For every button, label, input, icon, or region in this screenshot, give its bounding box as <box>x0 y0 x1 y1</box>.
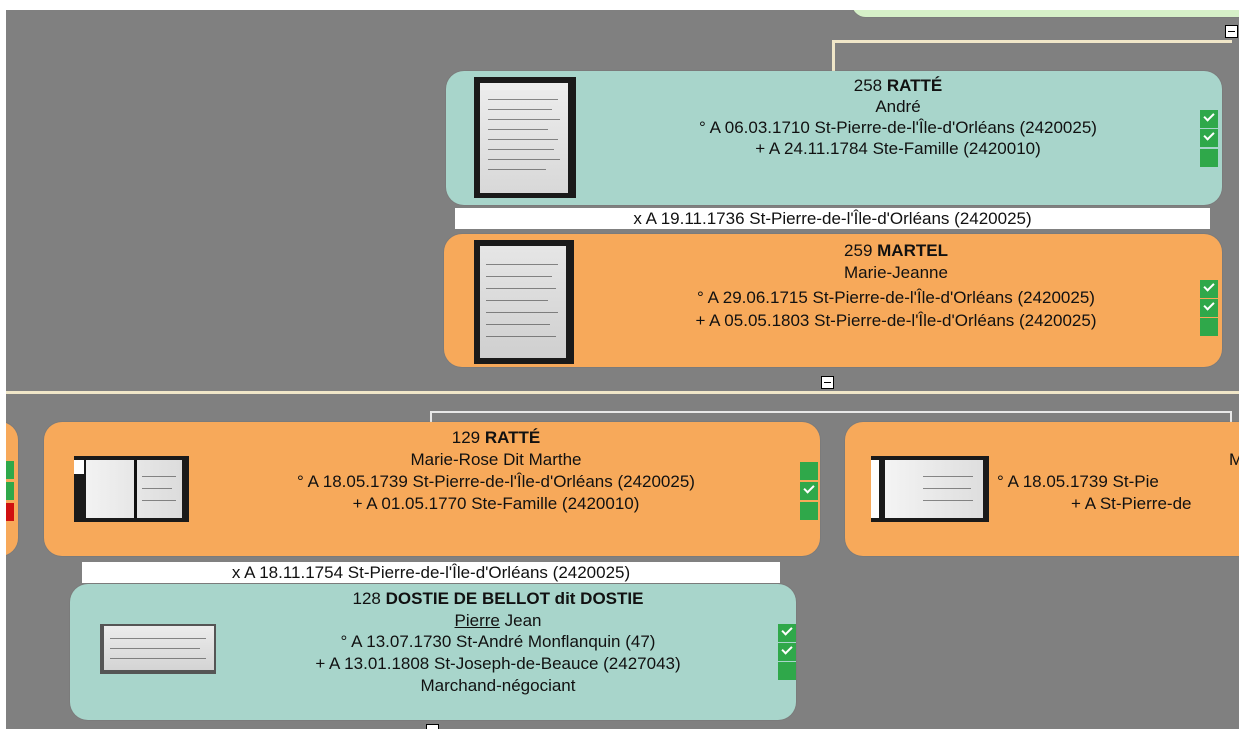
status-check-icon[interactable] <box>800 482 818 500</box>
given-name-secondary: Jean <box>504 611 542 630</box>
person-death: + A 01.05.1770 Ste-Famille (2420010) <box>352 494 640 513</box>
person-number: 258 <box>853 76 883 95</box>
person-number: 259 <box>844 241 873 260</box>
person-given-name: Marie-Rose Dit Marthe <box>410 450 582 469</box>
person-birth: ° A 18.05.1739 St-Pierre-de-l'Île-d'Orlé… <box>297 472 695 491</box>
connector-line <box>832 40 1232 43</box>
status-error-icon[interactable] <box>6 503 14 521</box>
person-initial: M <box>1229 450 1239 469</box>
person-death: + A 24.11.1784 Ste-Famille (2420010) <box>755 139 1041 158</box>
status-ok-icon[interactable] <box>1200 149 1218 167</box>
person-card-128[interactable]: 128 DOSTIE DE BELLOT dit DOSTIE Pierre J… <box>70 584 796 720</box>
marriage-label-128-129: x A 18.11.1754 St-Pierre-de-l'Île-d'Orlé… <box>82 562 780 583</box>
person-header: 258 RATTÉ <box>586 76 1210 97</box>
collapse-toggle-128[interactable] <box>426 724 439 729</box>
status-check-icon[interactable] <box>778 643 796 661</box>
status-ok-icon[interactable] <box>1200 318 1218 336</box>
person-card-258[interactable]: 258 RATTÉ André ° A 06.03.1710 St-Pierre… <box>446 71 1222 205</box>
document-thumbnail[interactable] <box>474 77 576 198</box>
status-ok-icon[interactable] <box>6 482 14 500</box>
person-card-129[interactable]: 129 RATTÉ Marie-Rose Dit Marthe ° A 18.0… <box>44 422 820 556</box>
top-partial-card[interactable] <box>852 10 1239 17</box>
person-surname: MARTEL <box>877 241 948 260</box>
document-thumbnail[interactable] <box>474 240 574 364</box>
person-header: 128 DOSTIE DE BELLOT dit DOSTIE <box>210 589 786 610</box>
person-number: 128 <box>352 589 381 608</box>
person-birth: ° A 18.05.1739 St-Pie <box>997 472 1159 491</box>
status-ok-icon[interactable] <box>778 662 796 680</box>
person-given-name: Pierre Jean <box>210 611 786 632</box>
person-birth: ° A 06.03.1710 St-Pierre-de-l'Île-d'Orlé… <box>699 118 1097 137</box>
person-given-name: André <box>875 97 921 116</box>
person-death: + A 13.01.1808 St-Joseph-de-Beauce (2427… <box>315 654 681 673</box>
person-death: + A 05.05.1803 St-Pierre-de-l'Île-d'Orlé… <box>695 311 1097 330</box>
status-check-icon[interactable] <box>778 624 796 642</box>
document-thumbnail[interactable] <box>74 456 189 522</box>
family-tree-canvas: 258 RATTÉ André ° A 06.03.1710 St-Pierre… <box>6 10 1239 729</box>
document-thumbnail[interactable] <box>100 624 216 674</box>
person-surname: RATTÉ <box>886 76 943 95</box>
person-surname: RATTÉ <box>484 428 541 447</box>
person-surname: DOSTIE DE BELLOT dit DOSTIE <box>385 589 644 608</box>
person-header: 129 RATTÉ <box>184 428 808 449</box>
person-header: 259 MARTEL <box>584 241 1208 262</box>
connector-line <box>6 391 1239 394</box>
status-check-icon[interactable] <box>1200 129 1218 147</box>
marriage-label-258-259: x A 19.11.1736 St-Pierre-de-l'Île-d'Orlé… <box>455 208 1210 229</box>
person-given-name: Marie-Jeanne <box>844 263 948 282</box>
status-ok-icon[interactable] <box>800 462 818 480</box>
status-check-icon[interactable] <box>1200 280 1218 298</box>
person-card-partial[interactable]: M ° A 18.05.1739 St-Pie + A St-Pierre-de <box>845 422 1239 556</box>
person-birth: ° A 29.06.1715 St-Pierre-de-l'Île-d'Orlé… <box>697 288 1095 307</box>
person-birth: ° A 13.07.1730 St-André Monflanquin (47) <box>340 632 656 651</box>
person-card-259[interactable]: 259 MARTEL Marie-Jeanne ° A 29.06.1715 S… <box>444 234 1222 367</box>
collapse-toggle-259[interactable] <box>821 376 834 389</box>
person-number: 129 <box>451 428 481 447</box>
document-thumbnail[interactable] <box>871 456 989 522</box>
collapse-toggle-top[interactable] <box>1225 25 1238 38</box>
given-name-primary: Pierre <box>454 611 500 630</box>
person-occupation: Marchand-négociant <box>420 676 576 695</box>
connector-line <box>430 411 1230 413</box>
status-ok-icon[interactable] <box>6 461 14 479</box>
status-check-icon[interactable] <box>1200 299 1218 317</box>
person-death: + A St-Pierre-de <box>1071 494 1192 513</box>
status-check-icon[interactable] <box>1200 110 1218 128</box>
connector-line <box>832 40 835 72</box>
connector-line <box>1230 411 1232 423</box>
connector-line <box>430 411 432 423</box>
status-ok-icon[interactable] <box>800 502 818 520</box>
